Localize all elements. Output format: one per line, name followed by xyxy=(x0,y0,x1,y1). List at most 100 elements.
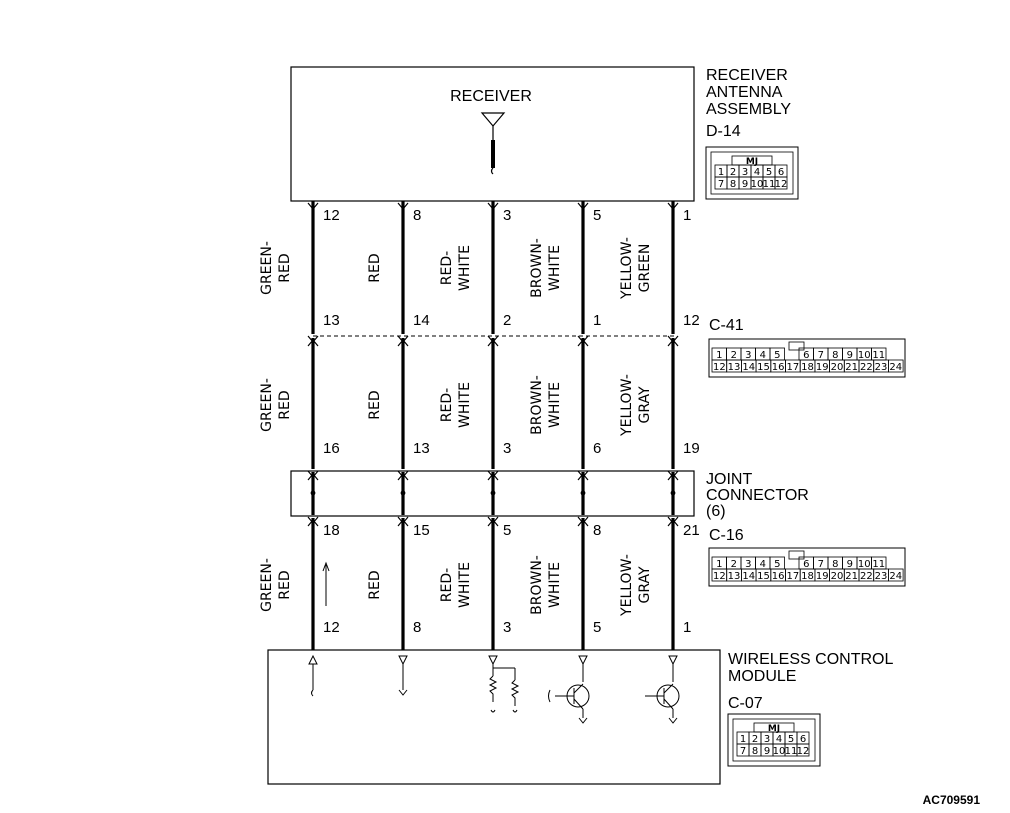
wire-color-label: RED- xyxy=(439,251,455,285)
svg-text:6: 6 xyxy=(800,734,806,745)
svg-text:10: 10 xyxy=(858,559,871,570)
pin-number: 14 xyxy=(413,312,430,329)
wire-color-label: WHITE xyxy=(457,382,473,428)
connector-mark xyxy=(487,473,499,481)
connector-mark xyxy=(487,516,499,524)
connector-mark xyxy=(307,473,319,481)
svg-text:4: 4 xyxy=(760,350,766,361)
svg-text:16: 16 xyxy=(772,362,785,373)
svg-text:15: 15 xyxy=(757,362,770,373)
svg-text:17: 17 xyxy=(786,571,799,582)
wcm-box xyxy=(267,649,721,785)
svg-text:14: 14 xyxy=(742,571,755,582)
svg-text:7: 7 xyxy=(818,559,824,570)
connector-mark xyxy=(487,339,499,347)
connector-mark xyxy=(397,202,409,210)
svg-text:20: 20 xyxy=(831,571,844,582)
svg-text:11: 11 xyxy=(872,350,885,361)
svg-text:2: 2 xyxy=(752,734,758,745)
joint-dot xyxy=(580,490,586,496)
connector-mark xyxy=(307,202,319,210)
wire-color-label: RED xyxy=(367,253,383,282)
svg-text:3: 3 xyxy=(745,559,751,570)
pin-number: 8 xyxy=(413,207,421,224)
connector-mark xyxy=(487,470,499,478)
wire-color-label: WHITE xyxy=(547,562,563,608)
signal-arrow-head xyxy=(322,561,330,572)
wire-color-label: WHITE xyxy=(547,382,563,428)
connector-mark xyxy=(307,516,319,524)
connector-mark xyxy=(667,473,679,481)
pin-number: 2 xyxy=(503,312,511,329)
connector-mark xyxy=(667,516,679,524)
d14-label-1: RECEIVER xyxy=(706,67,788,84)
svg-text:19: 19 xyxy=(816,571,829,582)
pin-number: 19 xyxy=(683,440,700,457)
connector-mark xyxy=(577,516,589,524)
svg-text:6: 6 xyxy=(778,167,784,178)
svg-text:12: 12 xyxy=(713,571,726,582)
svg-text:4: 4 xyxy=(760,559,766,570)
svg-text:10: 10 xyxy=(773,746,786,757)
d14-label-3: ASSEMBLY xyxy=(706,101,791,118)
svg-text:18: 18 xyxy=(801,362,814,373)
svg-text:14: 14 xyxy=(742,362,755,373)
wire-color-label: YELLOW- xyxy=(619,554,635,617)
svg-text:23: 23 xyxy=(875,571,888,582)
connector-mark xyxy=(397,339,409,347)
svg-text:7: 7 xyxy=(818,350,824,361)
svg-text:2: 2 xyxy=(730,167,736,178)
svg-text:1: 1 xyxy=(716,350,722,361)
pin-number: 5 xyxy=(593,619,601,636)
pin-number: 21 xyxy=(683,522,700,539)
wcm-id: C-07 xyxy=(728,695,763,712)
wire-color-label: RED xyxy=(277,253,293,282)
wcm-terminal-icon xyxy=(398,655,408,696)
connector-mark xyxy=(307,335,319,343)
svg-text:5: 5 xyxy=(788,734,794,745)
pin-number: 3 xyxy=(503,207,511,224)
joint-connector-box xyxy=(290,470,695,517)
pin-number: 12 xyxy=(323,207,340,224)
joint-dot xyxy=(400,490,406,496)
svg-text:1: 1 xyxy=(740,734,746,745)
connector-mark xyxy=(667,339,679,347)
connector-mark xyxy=(667,335,679,343)
wire-color-label: RED xyxy=(277,570,293,599)
svg-text:2: 2 xyxy=(731,559,737,570)
connector-mark xyxy=(487,202,499,210)
connector-mark xyxy=(667,202,679,210)
pin-number: 1 xyxy=(683,207,691,224)
connector-mark xyxy=(397,473,409,481)
pin-number: 18 xyxy=(323,522,340,539)
c41-id: C-41 xyxy=(709,317,744,334)
svg-text:3: 3 xyxy=(742,167,748,178)
connector-mark xyxy=(577,202,589,210)
wcm-label-1: WIRELESS CONTROL xyxy=(728,651,893,668)
pin-number: 8 xyxy=(413,619,421,636)
svg-text:4: 4 xyxy=(754,167,760,178)
svg-text:8: 8 xyxy=(832,350,838,361)
wire-color-label: WHITE xyxy=(457,562,473,608)
wire-color-label: GREEN- xyxy=(259,378,275,432)
svg-text:6: 6 xyxy=(803,350,809,361)
connector-mark xyxy=(487,335,499,343)
connector-mark xyxy=(397,516,409,524)
connector-mark xyxy=(577,339,589,347)
pin-number: 1 xyxy=(683,619,691,636)
pin-number: 1 xyxy=(593,312,601,329)
svg-text:3: 3 xyxy=(764,734,770,745)
svg-text:12: 12 xyxy=(713,362,726,373)
svg-text:23: 23 xyxy=(875,362,888,373)
svg-text:9: 9 xyxy=(847,350,853,361)
joint-dot xyxy=(490,490,496,496)
connector-mark xyxy=(307,519,319,527)
pin-number: 13 xyxy=(323,312,340,329)
wire-color-label: BROWN- xyxy=(529,555,545,615)
c16-id: C-16 xyxy=(709,527,744,544)
connector-mark xyxy=(577,470,589,478)
wcm-label-2: MODULE xyxy=(728,668,796,685)
